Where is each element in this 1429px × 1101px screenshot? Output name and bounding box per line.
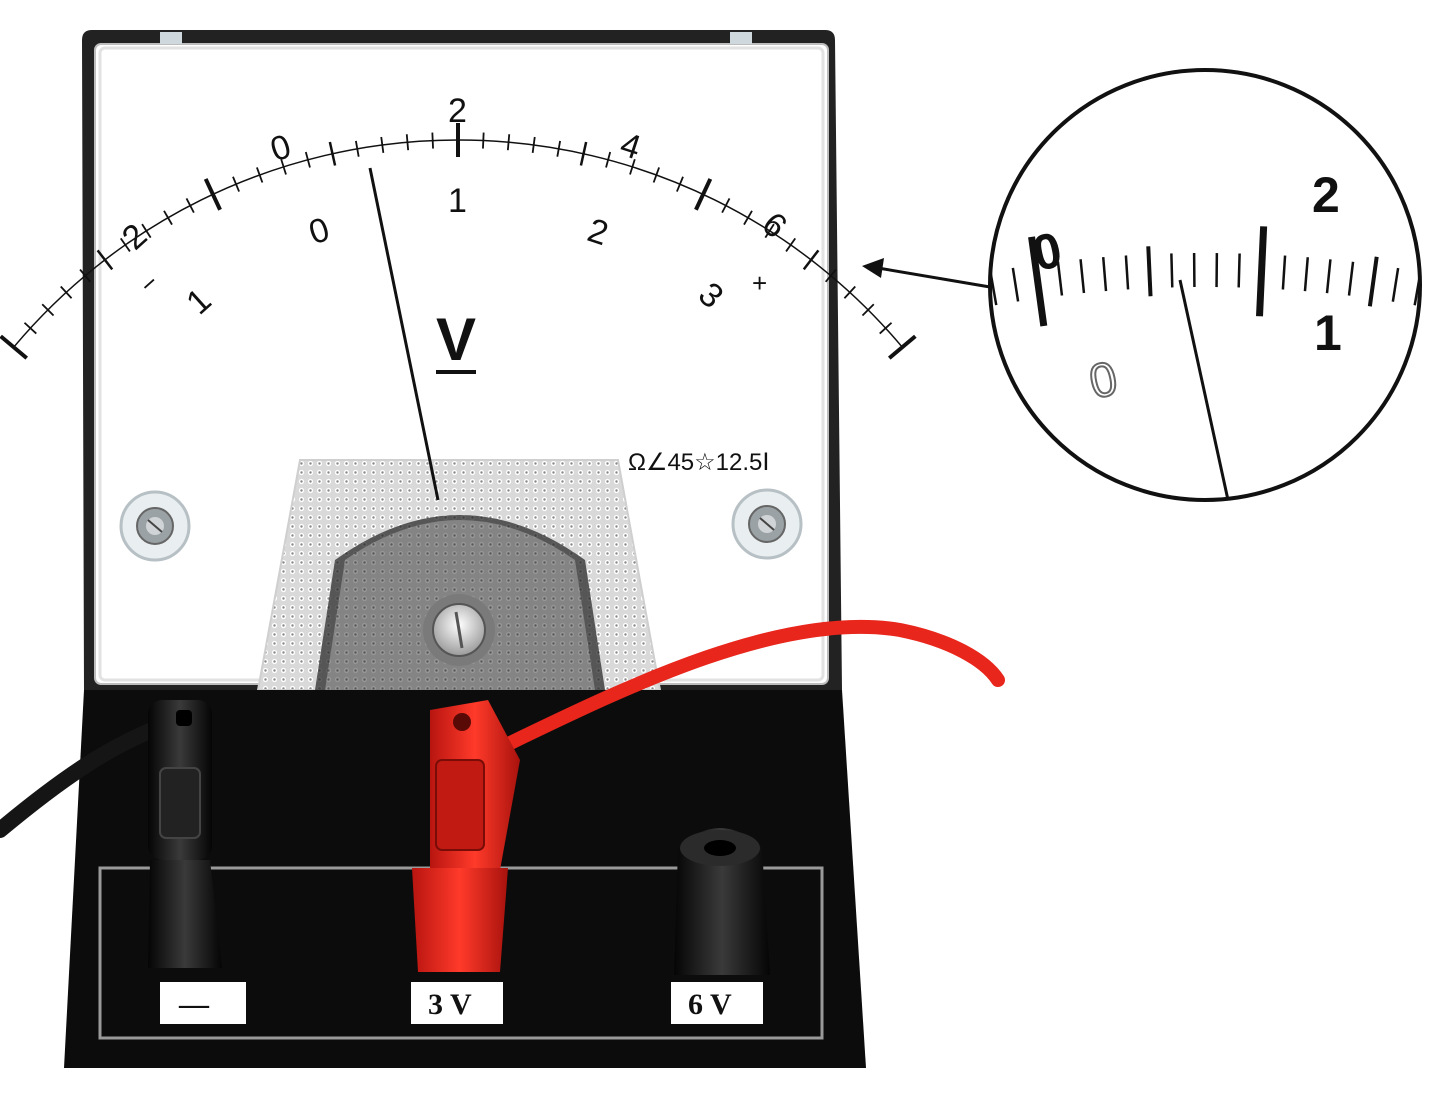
scale-tick [629, 158, 636, 175]
label-box-3v [411, 982, 503, 1024]
mag-lower-1: 1 [1314, 305, 1342, 361]
scale-tick [355, 140, 360, 157]
spec-text: Ω∠45☆12.5Ⅰ [628, 449, 769, 476]
scale-tick [163, 210, 173, 226]
scale-tick [0, 334, 29, 360]
unit-label: V [436, 306, 476, 373]
scale-tick [579, 141, 588, 166]
mag-tick [1256, 226, 1268, 317]
scale-tick [41, 303, 55, 317]
mag-tick [1391, 267, 1400, 302]
scale-tick [328, 141, 337, 166]
right-screw [731, 488, 803, 560]
scale-tick [694, 178, 713, 211]
terminal-labels: — 3 V 6 V [160, 982, 763, 1024]
meter-housing [82, 30, 842, 690]
label-box-neg [160, 982, 246, 1024]
mag-tick [1124, 255, 1130, 290]
scale-tick [824, 268, 837, 283]
scale-tick [96, 249, 114, 271]
scale-tick [861, 303, 875, 317]
red-probe-plug[interactable] [412, 700, 520, 972]
lower-label-1: 1 [448, 182, 467, 220]
mag-upper-2: 2 [1312, 167, 1340, 223]
scale-tick [764, 223, 775, 239]
label-3v: 3 V [428, 988, 472, 1021]
scale-tick [482, 132, 485, 149]
magnified-ticks [946, 226, 1420, 327]
label-neg: — [178, 988, 210, 1021]
scale-tick [185, 198, 195, 214]
mag-tick [1011, 267, 1020, 302]
mag-tick [1237, 253, 1241, 288]
scale-tick [280, 158, 287, 175]
mag-tick [1281, 255, 1287, 290]
scale-tick [506, 134, 511, 151]
magnifier-arrow [862, 258, 991, 289]
zero-adjust-knob[interactable] [423, 594, 495, 666]
scale-tick [141, 223, 152, 239]
glass-tab-right [730, 32, 752, 44]
scale-tick [380, 136, 385, 154]
meter-needle [368, 167, 440, 501]
scale-tick [556, 140, 561, 157]
mag-tick [1367, 256, 1379, 307]
red-cable [493, 619, 1005, 755]
scale-tick [843, 285, 856, 299]
upper-label-2: 2 [448, 92, 467, 130]
scale-tick [802, 249, 820, 271]
label-box-6v [671, 982, 763, 1024]
scale-tick [405, 134, 410, 151]
scale-tick [203, 178, 222, 211]
mag-tick [1101, 257, 1108, 292]
scale-tick [431, 132, 434, 149]
glass-tab-left [160, 32, 182, 44]
scale-tick [531, 136, 536, 154]
label-6v: 6 V [688, 988, 732, 1021]
mag-tick [1170, 253, 1174, 288]
scale-tick [605, 151, 612, 168]
scale-tick [119, 237, 131, 252]
scale-tick [785, 237, 797, 252]
scale-tick [79, 268, 92, 283]
unit-underline [436, 370, 476, 374]
mag-tick [968, 276, 974, 309]
plus-sign: + [752, 268, 767, 298]
mag-tick [1325, 259, 1332, 294]
scale-tick [676, 176, 684, 192]
scale-tick [256, 167, 264, 183]
mag-tick [1347, 261, 1355, 296]
scale-tick [23, 322, 37, 335]
black-cable [0, 717, 173, 838]
mag-tick [1303, 257, 1310, 292]
scale-tick [304, 151, 311, 168]
scale-tick [232, 176, 240, 192]
mag-tick [1028, 236, 1048, 327]
mag-needle [1178, 279, 1230, 500]
scale-tick [652, 167, 660, 183]
left-screw [119, 490, 191, 562]
scale-tick [743, 210, 753, 226]
mag-tick [1079, 259, 1086, 294]
mag-tick [946, 280, 953, 313]
black-probe-plug[interactable] [148, 700, 222, 968]
mag-tick [1146, 246, 1153, 297]
scale-ticks [0, 123, 917, 360]
scale-tick [60, 285, 73, 299]
scale-tick [879, 322, 893, 335]
mag-tick [1056, 261, 1064, 296]
magnifier-circle: 0 2 0 1 [946, 68, 1422, 502]
scale-tick [887, 334, 917, 360]
scale-tick [721, 198, 731, 214]
terminal-6v[interactable] [674, 828, 770, 975]
